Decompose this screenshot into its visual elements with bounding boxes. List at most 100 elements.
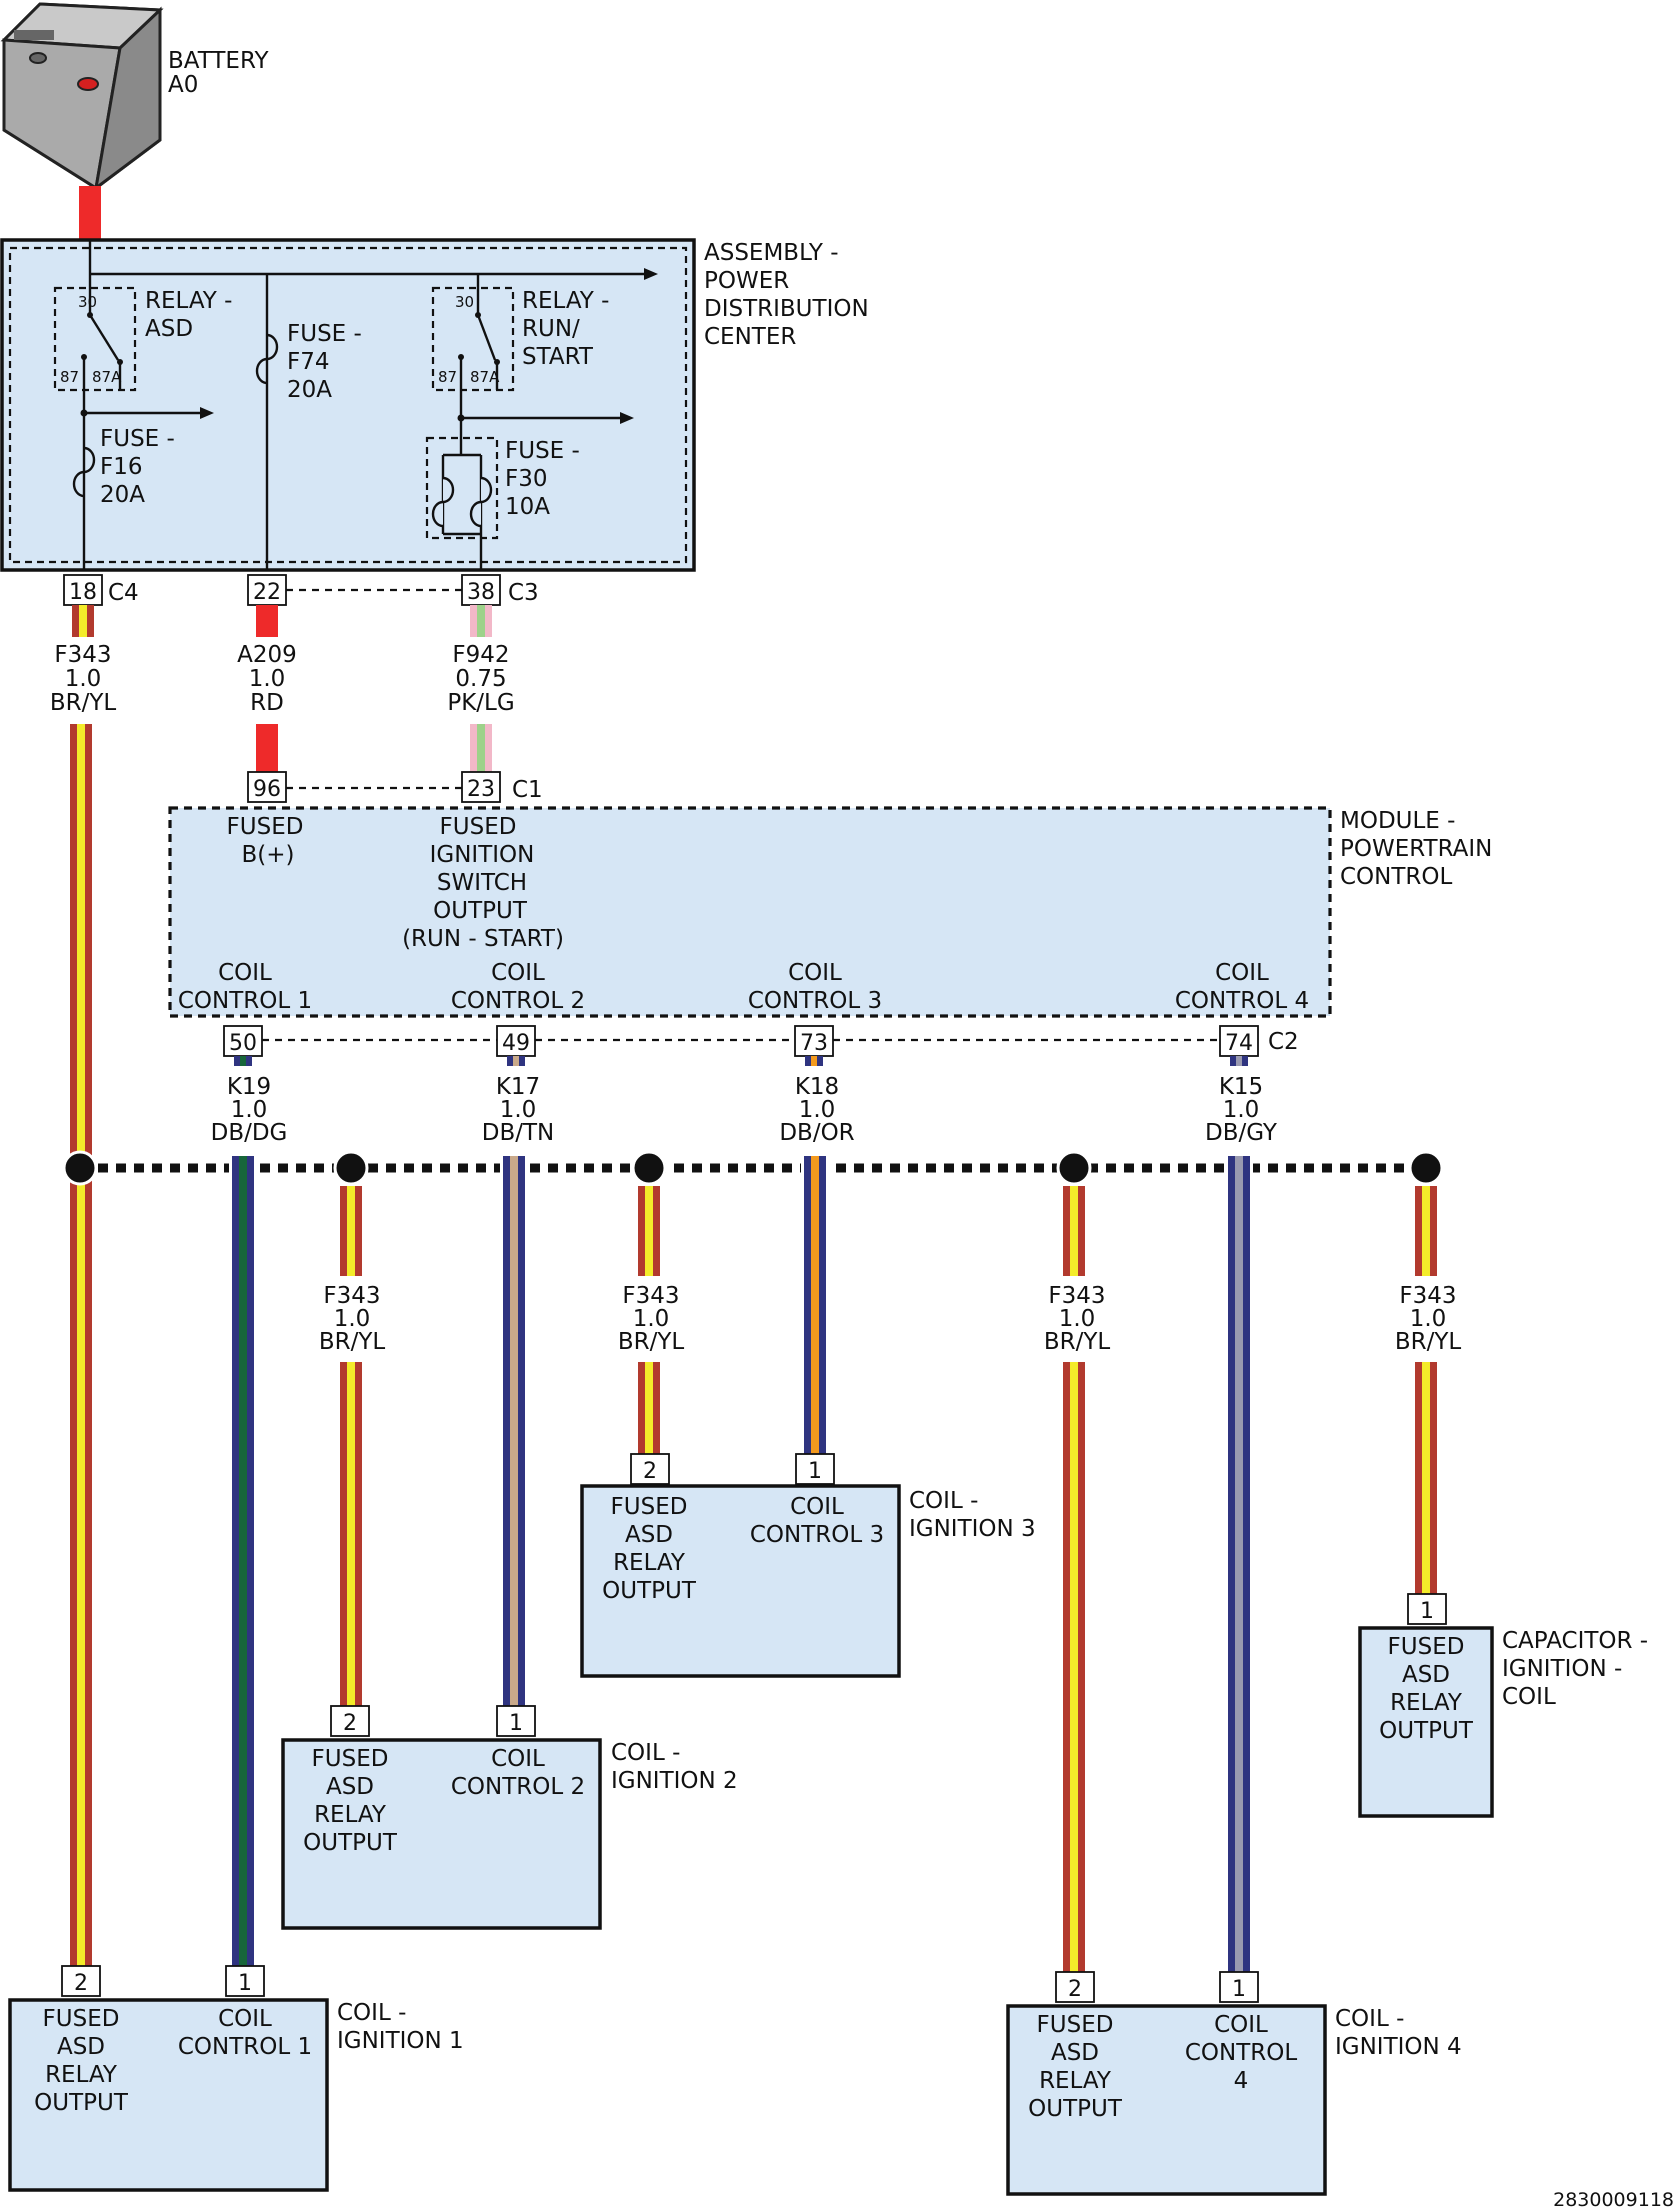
relay-run-pin30: 30 xyxy=(455,293,474,311)
pcm-box xyxy=(168,806,1332,1018)
wire-k15-cross xyxy=(1228,1156,1250,1180)
relay-run-box xyxy=(431,286,515,392)
arrow-right-icon xyxy=(644,268,658,280)
pin-96-label: 96 xyxy=(253,777,281,802)
wire-f343-branch-5 xyxy=(1415,1186,1437,1594)
wire-label-gap xyxy=(628,1276,670,1362)
fuse-f74-icon xyxy=(255,333,279,385)
coil-ignition-2-box xyxy=(281,1738,602,1930)
wire-k19-cross xyxy=(232,1156,254,1180)
relay-run-switch xyxy=(476,314,497,361)
connector-c2: C2 xyxy=(1268,1029,1299,1055)
wire-k19-stub xyxy=(234,1056,252,1066)
splice-dot xyxy=(62,1150,98,1186)
coil1-pin-2 xyxy=(61,1965,101,1997)
splice-dot xyxy=(631,1150,667,1186)
capacitor-pin-1-label: 1 xyxy=(1420,1599,1434,1624)
wire-f343-branch-2 xyxy=(340,1186,362,1708)
coil-ignition-2-label: COIL -IGNITION 2 xyxy=(611,1740,738,1794)
pin-50 xyxy=(223,1025,263,1057)
relay-run-pin87a: 87A xyxy=(470,368,500,386)
coil2-pin-1 xyxy=(496,1705,536,1737)
pin-73 xyxy=(794,1025,834,1057)
coil-ignition-1-box xyxy=(8,1998,329,2192)
fuse-f30-right-icon xyxy=(469,476,493,528)
wire-k17-stub xyxy=(507,1056,525,1066)
battery-icon xyxy=(0,2,164,192)
pin-23-label: 23 xyxy=(467,777,495,802)
pin-23 xyxy=(461,771,501,803)
coil3-pin-2 xyxy=(630,1453,670,1485)
wire-f343-main-top xyxy=(72,605,94,637)
relay-asd-pin30: 30 xyxy=(78,293,97,311)
pin-38-label: 38 xyxy=(467,580,495,605)
wire-f942-top xyxy=(470,605,492,637)
coil-ignition-3-label: COIL -IGNITION 3 xyxy=(909,1488,1036,1542)
wire-a209-top xyxy=(256,605,278,637)
coil4-pin-2 xyxy=(1055,1971,1095,2003)
junction-dot xyxy=(80,409,88,417)
pin-49 xyxy=(496,1025,536,1057)
junction-dot xyxy=(457,414,465,422)
wire-f343-branch-4 xyxy=(1063,1186,1085,1972)
pin-22-label: 22 xyxy=(253,580,281,605)
pin-38 xyxy=(461,574,501,606)
capacitor-pin-1 xyxy=(1407,1593,1447,1625)
coil4-pin-1-label: 1 xyxy=(1232,1977,1246,2002)
connector-c1: C1 xyxy=(512,777,543,803)
wire-k15-stub xyxy=(1230,1056,1248,1066)
relay-run-node xyxy=(475,312,481,318)
coil-ignition-4-box xyxy=(1006,2004,1327,2196)
pdc-inner-dash xyxy=(8,246,688,564)
wire-label-gap xyxy=(330,1276,372,1362)
coil3-pin-2-label: 2 xyxy=(643,1459,657,1484)
coil1-pin-2-label: 2 xyxy=(74,1971,88,1996)
coil-ignition-1-label: COIL -IGNITION 1 xyxy=(337,2000,464,2054)
connector-c3: C3 xyxy=(508,580,539,606)
relay-asd-pin87: 87 xyxy=(60,368,79,386)
coil3-pin-1 xyxy=(795,1453,835,1485)
coil2-pin-2-label: 2 xyxy=(343,1711,357,1736)
wire-label-gap xyxy=(1053,1276,1095,1362)
wire-k17 xyxy=(503,1156,525,1708)
coil1-pin-1-label: 1 xyxy=(238,1971,252,1996)
wire-k17-cross xyxy=(503,1156,525,1180)
relay-asd-node xyxy=(87,312,93,318)
splice-dot xyxy=(1056,1150,1092,1186)
pin-18-label: 18 xyxy=(69,580,97,605)
relay-asd-box xyxy=(53,286,137,392)
coil3-pin-1-label: 1 xyxy=(808,1459,822,1484)
wire-f942 xyxy=(470,724,492,772)
pdc-box xyxy=(0,238,696,572)
coil4-pin-2-label: 2 xyxy=(1068,1977,1082,2002)
coil-ignition-3-box xyxy=(580,1484,901,1678)
wire-k18-cross xyxy=(804,1156,826,1180)
arrow-right-icon xyxy=(200,407,214,419)
relay-run-label: RELAY -RUN/START xyxy=(522,288,609,370)
fuse-f30-left-icon xyxy=(431,476,455,528)
splice-dot xyxy=(1408,1150,1444,1186)
pin-96 xyxy=(247,771,287,803)
pin-74-label: 74 xyxy=(1225,1031,1253,1056)
